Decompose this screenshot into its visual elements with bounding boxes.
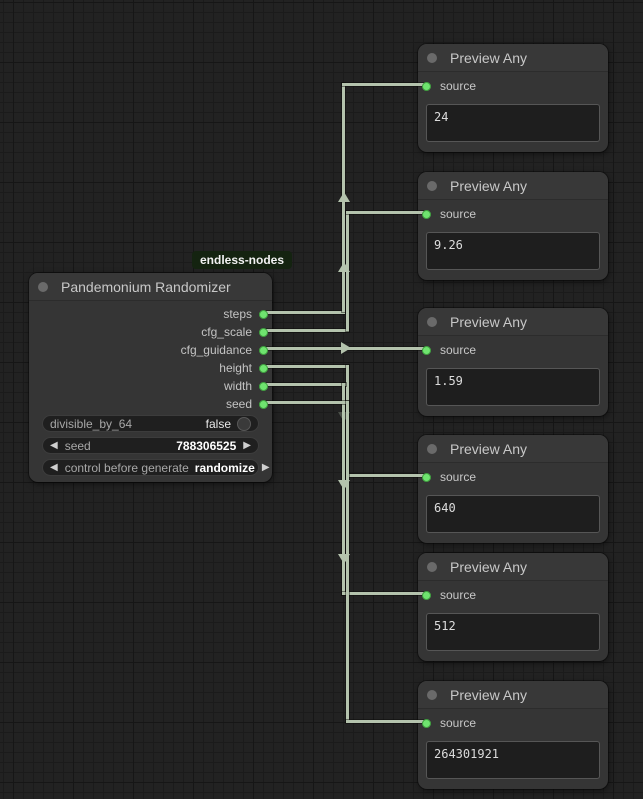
widget-list: divisible_by_64 false ◀ seed 788306525 ▶… (29, 415, 272, 476)
wire-cfg-scale-out (263, 329, 349, 332)
toggle-knob-icon[interactable] (237, 416, 251, 431)
wire-arrow-down-icon (338, 554, 350, 564)
output-slot-cfg-guidance[interactable]: cfg_guidance (29, 341, 272, 359)
preview-value: 9.26 (434, 238, 463, 252)
output-slot-seed[interactable]: seed (29, 395, 272, 413)
preview-value-box[interactable]: 24 (426, 104, 600, 142)
input-slot-source[interactable]: source (418, 341, 608, 359)
output-dot-icon[interactable] (259, 381, 268, 391)
collapse-dot-icon[interactable] (427, 52, 437, 63)
pandemonium-randomizer-node[interactable]: Pandemonium Randomizer steps cfg_scale c… (29, 273, 272, 482)
preview-any-node-3[interactable]: Preview Any source 1.59 (418, 308, 608, 416)
input-slot-source[interactable]: source (418, 205, 608, 223)
preview-value: 512 (434, 619, 456, 633)
wire-steps-in (342, 83, 427, 86)
node-title-bar[interactable]: Preview Any (418, 172, 608, 200)
collapse-dot-icon[interactable] (427, 689, 437, 700)
node-title: Preview Any (450, 558, 528, 575)
wire-height-out (263, 365, 349, 368)
seed-number-widget[interactable]: ◀ seed 788306525 ▶ (42, 437, 259, 454)
preview-value: 264301921 (434, 747, 500, 761)
node-title-bar[interactable]: Preview Any (418, 435, 608, 463)
preview-value: 1.59 (434, 374, 463, 388)
node-title: Preview Any (450, 686, 528, 703)
input-slot-source[interactable]: source (418, 468, 608, 486)
input-dot-icon[interactable] (422, 209, 431, 219)
output-slot-height[interactable]: height (29, 359, 272, 377)
collapse-dot-icon[interactable] (427, 316, 437, 327)
wire-arrow-down-icon (338, 412, 350, 422)
prev-option-arrow-icon[interactable]: ◀ (50, 461, 58, 473)
node-title-bar[interactable]: Preview Any (418, 681, 608, 709)
preview-value-box[interactable]: 512 (426, 613, 600, 651)
wire-arrow-down-icon (338, 480, 350, 490)
node-title-bar[interactable]: Preview Any (418, 553, 608, 581)
collapse-dot-icon[interactable] (427, 561, 437, 572)
input-dot-icon[interactable] (422, 345, 431, 355)
preview-value-box[interactable]: 264301921 (426, 741, 600, 779)
output-slot-width[interactable]: width (29, 377, 272, 395)
seed-value[interactable]: 788306525 (176, 438, 237, 453)
output-slot-list: steps cfg_scale cfg_guidance height widt… (29, 301, 272, 413)
divisible-by-64-toggle[interactable]: divisible_by_64 false (42, 415, 259, 432)
input-dot-icon[interactable] (422, 590, 431, 600)
output-dot-icon[interactable] (259, 309, 268, 319)
node-title: Preview Any (450, 49, 528, 66)
next-option-arrow-icon[interactable]: ▶ (261, 461, 270, 473)
preview-any-node-6[interactable]: Preview Any source 264301921 (418, 681, 608, 789)
wire-width-in (342, 592, 427, 595)
output-slot-cfg-scale[interactable]: cfg_scale (29, 323, 272, 341)
output-dot-icon[interactable] (259, 327, 268, 337)
collapse-dot-icon[interactable] (427, 443, 437, 454)
preview-value-box[interactable]: 640 (426, 495, 600, 533)
input-dot-icon[interactable] (422, 81, 431, 91)
input-slot-source[interactable]: source (418, 586, 608, 604)
output-dot-icon[interactable] (259, 345, 268, 355)
wire-seed-in (346, 720, 427, 723)
output-slot-steps[interactable]: steps (29, 305, 272, 323)
collapse-dot-icon[interactable] (38, 281, 48, 292)
wire-seed-out (263, 401, 349, 404)
preview-any-node-1[interactable]: Preview Any source 24 (418, 44, 608, 152)
preview-value: 24 (434, 110, 449, 124)
toggle-value: false (205, 416, 231, 431)
input-dot-icon[interactable] (422, 472, 431, 482)
wire-arrow-right-icon (341, 342, 351, 354)
node-title: Preview Any (450, 440, 528, 457)
wire-steps-out (263, 311, 345, 314)
control-value[interactable]: randomize (194, 460, 255, 475)
node-group-badge: endless-nodes (192, 251, 293, 269)
node-title: Preview Any (450, 177, 528, 194)
preview-value: 640 (434, 501, 456, 515)
wire-cfg-scale-in (346, 211, 427, 214)
increment-arrow-icon[interactable]: ▶ (243, 439, 251, 451)
input-slot-source[interactable]: source (418, 714, 608, 732)
wire-height-in (346, 474, 427, 477)
wire-arrow-up-icon (338, 262, 350, 272)
output-dot-icon[interactable] (259, 363, 268, 373)
preview-value-box[interactable]: 1.59 (426, 368, 600, 406)
preview-any-node-5[interactable]: Preview Any source 512 (418, 553, 608, 661)
preview-any-node-2[interactable]: Preview Any source 9.26 (418, 172, 608, 280)
control-before-generate-widget[interactable]: ◀ control before generate randomize ▶ (42, 459, 270, 476)
wire-width-out (263, 383, 346, 386)
node-title-bar[interactable]: Preview Any (418, 44, 608, 72)
preview-any-node-4[interactable]: Preview Any source 640 (418, 435, 608, 543)
output-dot-icon[interactable] (259, 399, 268, 409)
node-title-bar[interactable]: Pandemonium Randomizer (29, 273, 272, 301)
node-title: Pandemonium Randomizer (61, 278, 231, 295)
wire-arrow-up-icon (338, 192, 350, 202)
input-dot-icon[interactable] (422, 718, 431, 728)
preview-value-box[interactable]: 9.26 (426, 232, 600, 270)
collapse-dot-icon[interactable] (427, 180, 437, 191)
input-slot-source[interactable]: source (418, 77, 608, 95)
node-title: Preview Any (450, 313, 528, 330)
node-title-bar[interactable]: Preview Any (418, 308, 608, 336)
decrement-arrow-icon[interactable]: ◀ (50, 439, 58, 451)
